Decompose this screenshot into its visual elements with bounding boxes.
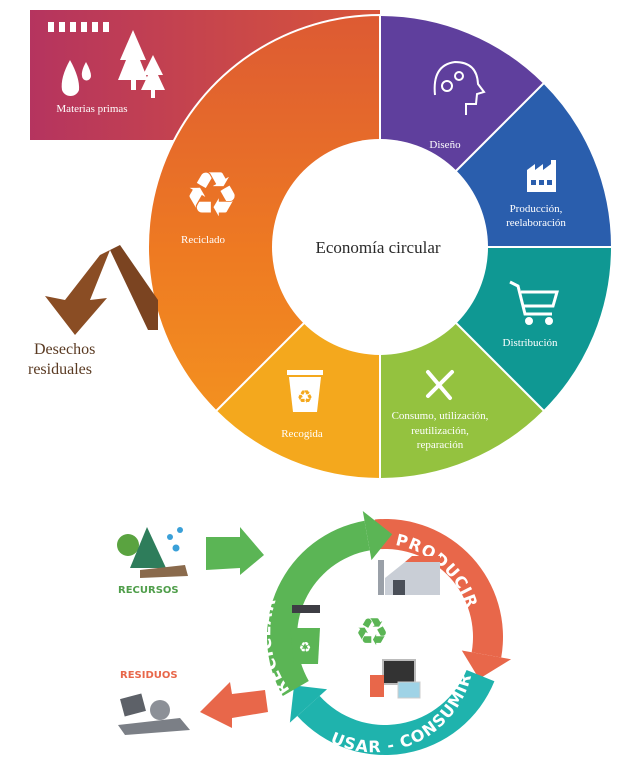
svg-text:♻: ♻ (297, 387, 313, 407)
usar-consumir-arc (297, 669, 495, 755)
reciclar-arc (266, 520, 370, 696)
segment-label-distribucion: Distribución (503, 337, 558, 349)
wheat-icon (48, 22, 109, 32)
segment-label-reciclado: Reciclado (181, 234, 225, 246)
waste-label: RESIDUOS (120, 670, 178, 681)
recycle-center-icon: ♻ (355, 612, 389, 654)
resources-arrow (206, 527, 264, 575)
center-label: Economía circular (315, 238, 440, 257)
waste-arrow (45, 245, 158, 335)
factory-icon (527, 160, 556, 192)
recycle-bin-icon: ♻ (287, 370, 323, 412)
segment-label-consumo-2: reutilización, (411, 425, 469, 437)
center-circle (272, 139, 488, 355)
segment-label-consumo-3: reparación (417, 439, 464, 451)
waste-label-1: Desechos (34, 341, 95, 358)
segment-label-diseno: Diseño (429, 139, 461, 151)
devices-icon (370, 659, 421, 699)
resources-label: RECURSOS (118, 585, 179, 596)
segment-label-produccion: Producción, (510, 203, 563, 215)
bottom-cycle (266, 510, 512, 755)
segment-label-produccion-2: reelaboración (506, 217, 566, 229)
water-drops-icon (61, 60, 92, 97)
trees-icon (118, 30, 165, 98)
shopping-cart-icon (509, 280, 559, 325)
waste-label-2: residuales (28, 361, 92, 378)
svg-text:♻: ♻ (299, 641, 312, 656)
reciclar-arc-arrowhead (362, 510, 393, 561)
producir-arc-arrowhead (461, 650, 512, 679)
segment-label-recogida: Recogida (281, 428, 323, 440)
waste-arrow-bottom (200, 682, 268, 728)
tools-icon (426, 370, 454, 400)
recycle-icon: ♻ (184, 162, 240, 230)
recycle-bin-green-icon: ♻ (290, 605, 320, 664)
head-gears-icon (433, 60, 486, 115)
usar-consumir-arc-arrowhead (289, 685, 328, 723)
resources-icon (117, 527, 188, 578)
waste-pile-icon (118, 693, 190, 735)
segment-label-consumo: Consumo, utilización, (392, 410, 489, 422)
raw-materials-label: Materias primas (56, 103, 127, 115)
factory-building-icon (378, 556, 440, 595)
